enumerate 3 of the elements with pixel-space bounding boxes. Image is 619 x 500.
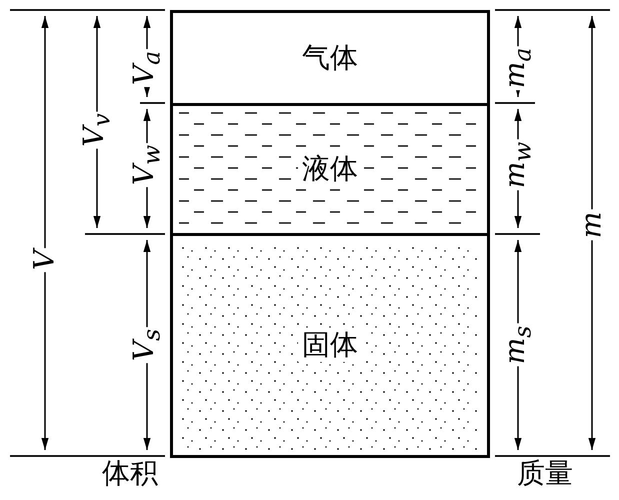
phase-box: [170, 233, 490, 458]
phase-box: [170, 103, 490, 236]
phase-box: [170, 10, 490, 106]
